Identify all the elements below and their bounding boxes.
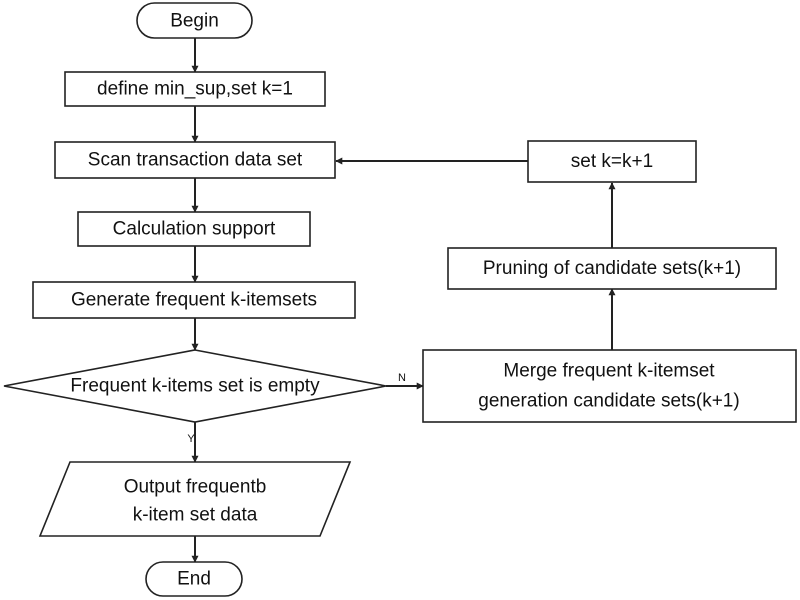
output-node: Output frequentb k-item set data [38,461,352,537]
define-label: define min_sup,set k=1 [97,79,293,100]
end-label: End [177,569,211,590]
prune-label: Pruning of candidate sets(k+1) [483,258,741,279]
begin-node: Begin [136,2,253,39]
edge-label-yes: Y [187,433,195,445]
prune-node: Pruning of candidate sets(k+1) [447,247,777,290]
merge-label-line2: generation candidate sets(k+1) [478,391,739,412]
output-label-line2: k-item set data [133,505,258,526]
setk-label: set k=k+1 [571,151,653,172]
setk-node: set k=k+1 [527,140,697,183]
decision-node: Frequent k-items set is empty [3,349,387,423]
generate-label: Generate frequent k-itemsets [71,290,317,311]
merge-label-line1: Merge frequent k-itemset [503,361,715,382]
define-node: define min_sup,set k=1 [64,71,326,107]
begin-label: Begin [170,11,219,32]
scan-node: Scan transaction data set [54,141,336,179]
decision-label: Frequent k-items set is empty [70,376,320,397]
connectors [191,38,616,563]
calc-node: Calculation support [77,211,311,247]
edge-label-no: N [398,372,406,384]
merge-node: Merge frequent k-itemset generation cand… [422,349,797,423]
scan-label: Scan transaction data set [88,150,303,171]
calc-label: Calculation support [113,219,276,240]
output-label-line1: Output frequentb [124,477,267,498]
generate-node: Generate frequent k-itemsets [32,281,356,319]
end-node: End [145,561,243,597]
